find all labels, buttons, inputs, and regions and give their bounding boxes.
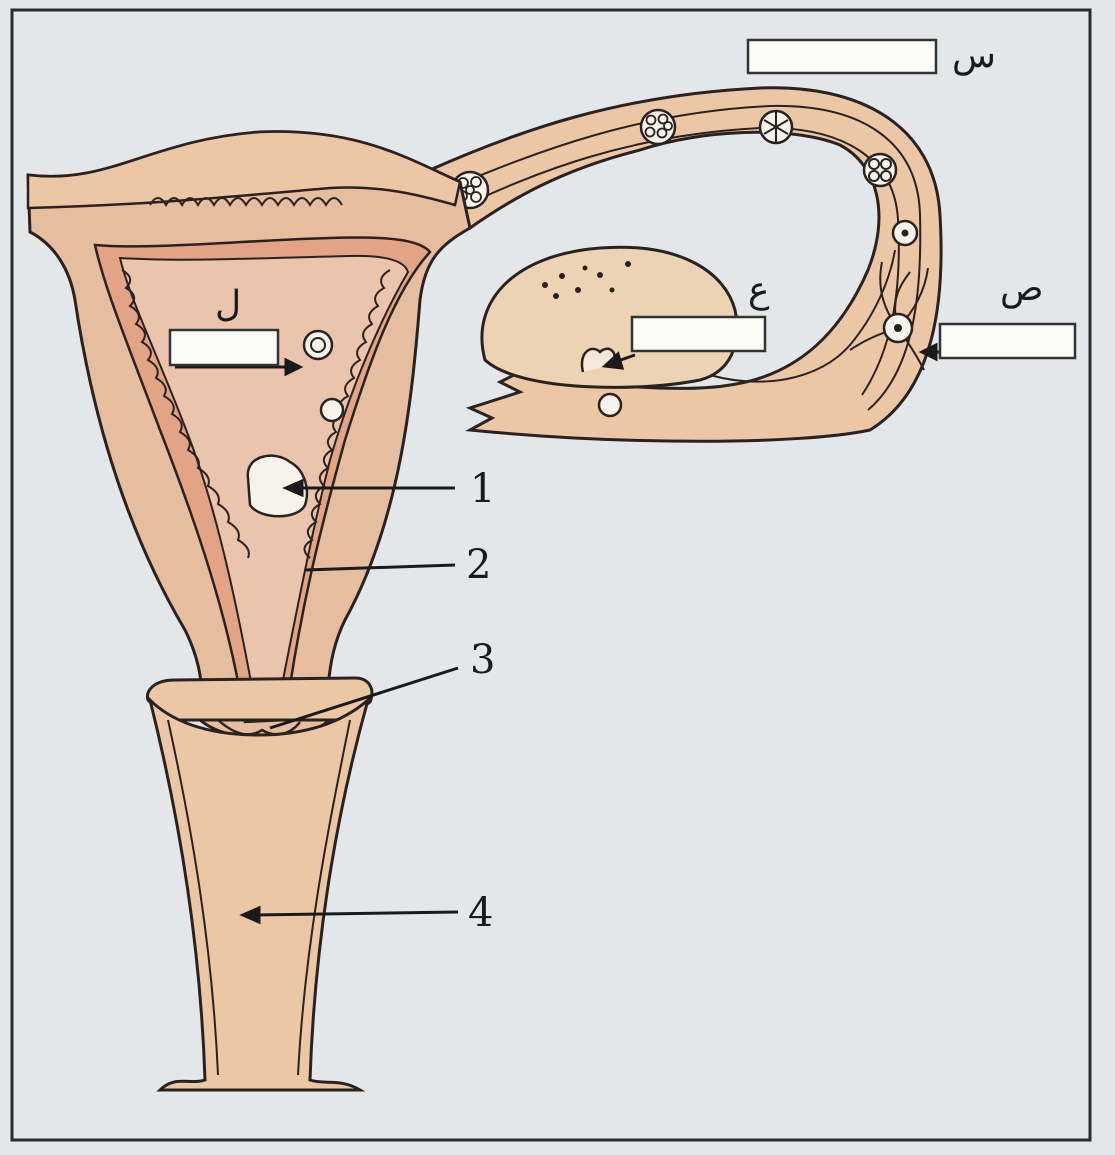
answer-box-s[interactable] (748, 40, 936, 73)
blastocyst-upper (304, 331, 332, 359)
blastocyst-lower (321, 399, 343, 421)
egg-nucleus (894, 324, 902, 332)
label-ain: ع (748, 270, 770, 311)
embryo-stage-8cell (760, 111, 792, 143)
released-ovum (599, 394, 621, 416)
label-l: ل (215, 284, 241, 325)
answer-box-sad[interactable] (940, 324, 1075, 358)
label-sad: ص (1000, 268, 1044, 309)
cervix-cap (147, 678, 371, 720)
label-1: 1 (470, 466, 495, 512)
label-s: س (952, 35, 996, 76)
answer-box-ain[interactable] (632, 317, 765, 351)
answer-box-l[interactable] (170, 330, 278, 365)
label-2: 2 (466, 542, 491, 588)
embryo-stage-4cell (864, 154, 896, 186)
embryo-stage-2cell (893, 221, 917, 245)
label-3: 3 (470, 637, 495, 683)
label-4: 4 (468, 890, 493, 936)
embryo-stage-morula (641, 110, 675, 144)
